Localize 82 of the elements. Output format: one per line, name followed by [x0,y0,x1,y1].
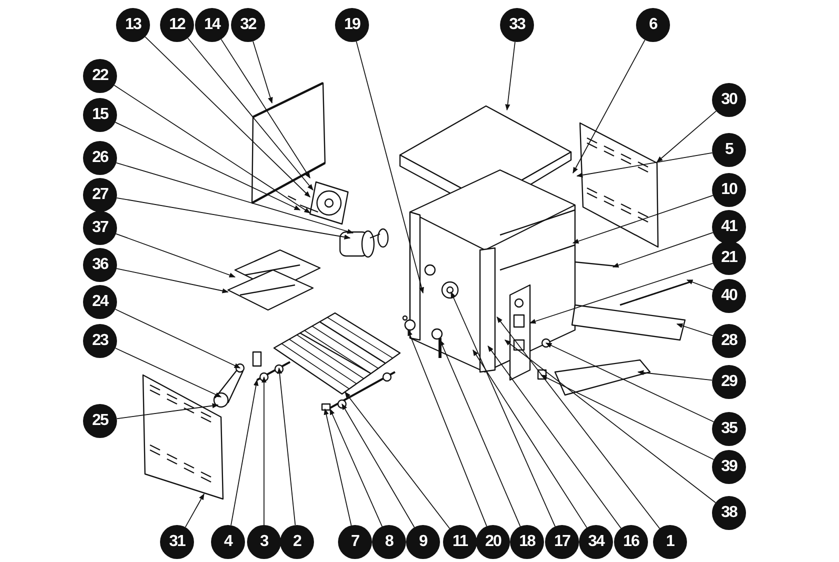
callout-number: 1 [653,525,687,559]
callout-number: 11 [443,525,477,559]
leader-line [324,408,352,526]
leader-line [686,280,714,290]
callout-number: 5 [712,133,746,167]
leader-line [576,152,713,178]
leader-line [116,197,351,240]
leader-line [261,376,267,526]
callout-number: 38 [712,496,746,530]
leader-line [330,408,383,527]
callout-number: 8 [372,525,406,559]
leader-line [472,349,588,528]
callout-number: 39 [712,450,746,484]
callout-number: 20 [476,525,510,559]
leader-line [572,40,646,174]
leader-line [187,38,314,190]
leader-line [676,323,714,336]
callout-number: 6 [636,8,670,42]
callout-number: 41 [712,210,746,244]
leader-line [408,329,488,527]
leader-line [116,268,229,294]
leader-line [230,379,258,526]
callout-number: 16 [614,525,648,559]
callout-number: 18 [510,525,544,559]
callout-number: 23 [83,324,117,358]
callout-number: 33 [500,8,534,42]
callout-number: 27 [83,178,117,212]
callout-number: 13 [116,8,150,42]
leader-line [504,340,716,504]
callout-number: 31 [160,525,194,559]
callout-number: 12 [160,8,194,42]
callout-number: 26 [83,141,117,175]
callout-number: 35 [712,412,746,446]
leader-line [220,38,310,179]
callout-number: 14 [195,8,229,42]
callout-number: 7 [338,525,372,559]
leader-line [450,291,556,527]
callout-number: 32 [231,8,265,42]
leader-line [184,493,204,528]
leader-line [277,367,296,526]
leader-line [252,40,273,104]
leader-line [116,162,354,234]
leader-line [144,36,310,198]
leader-line [637,370,713,381]
leader-line [496,316,660,529]
leader-line [114,122,301,210]
leader-line [440,339,521,527]
leader-line [545,342,714,422]
callout-number: 15 [83,98,117,132]
callout-number: 28 [712,324,746,358]
callout-number: 40 [712,279,746,313]
callout-number: 29 [712,365,746,399]
callout-number: 25 [83,404,117,438]
leader-line [114,308,241,368]
callout-number: 2 [280,525,314,559]
leader-line [116,233,236,278]
leader-line [114,84,311,214]
callout-number: 22 [83,59,117,93]
callout-number: 37 [83,211,117,245]
callout-number: 19 [335,8,369,42]
leader-line [612,232,714,268]
leader-line [656,110,717,162]
callout-number: 21 [712,241,746,275]
callout-number: 36 [83,248,117,282]
leader-line [488,346,622,529]
leader-line [505,41,516,111]
leader-line [114,348,222,398]
leader-line [116,403,219,420]
callout-number: 3 [247,525,281,559]
leader-line [344,392,450,529]
callout-number: 10 [712,173,746,207]
callout-number: 30 [712,83,746,117]
callout-number: 9 [406,525,440,559]
leader-line [529,262,714,324]
callout-number: 17 [545,525,579,559]
leader-line [342,403,415,528]
leader-line [572,195,714,244]
callout-number: 34 [579,525,613,559]
leader-line [540,374,714,460]
callout-number: 4 [211,525,245,559]
callout-number: 24 [83,285,117,319]
leader-line [356,40,424,294]
